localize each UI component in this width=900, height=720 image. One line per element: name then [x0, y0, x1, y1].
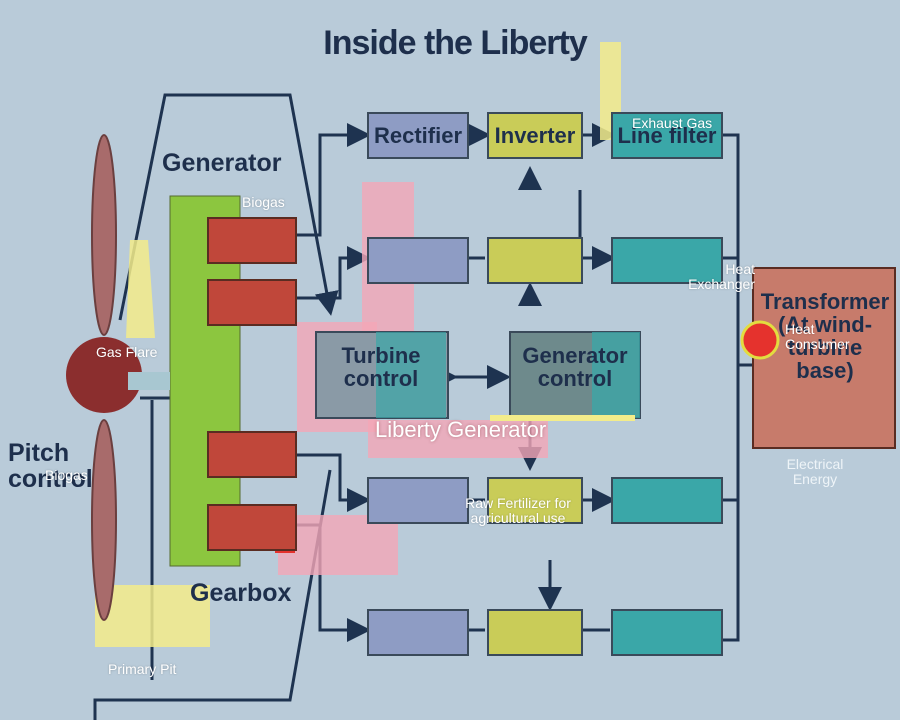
primary-pit-label: Primary Pit [108, 661, 177, 677]
diagram-title: Inside the Liberty [323, 24, 588, 62]
top-feedback-line [118, 93, 339, 321]
inverter-box [487, 112, 583, 159]
exhaust-gas-label: Exhaust Gas [632, 115, 713, 131]
rectifier-label: Rectifier [373, 123, 463, 148]
heat-consumer-marker [740, 320, 780, 360]
generator-coil-1 [207, 217, 297, 264]
generator-coil-4 [207, 504, 297, 551]
inverter-label: Inverter [494, 123, 576, 148]
bottom-feedback-line [93, 469, 332, 720]
turbine-control-label: Turbine control [341, 343, 421, 392]
biogas-left-label: Biogas [45, 467, 88, 483]
transformer-box [752, 267, 896, 449]
generator-label: Generator [162, 149, 282, 177]
transformer-label: Transformer (At wind-turbine base) [760, 289, 890, 384]
heat-exchanger-label: Heat Exchanger [688, 261, 755, 292]
gas-flare-label: Gas Flare [96, 344, 158, 360]
liberty-generator-label: Liberty Generator [375, 417, 547, 442]
generator-control-label: Generator control [522, 343, 628, 392]
generator-coil-2 [207, 279, 297, 326]
raw-fertilizer-label: Raw Fertilizer for agricultural use [465, 495, 571, 526]
rotor [66, 134, 170, 621]
rectifier-box [367, 112, 469, 159]
heat-consumer-label: Heat Consumer [785, 321, 850, 352]
line-filter-label: Line filter [617, 123, 717, 148]
pitch-control-label: Pitch control [8, 439, 93, 494]
gearbox-label: Gearbox [190, 579, 292, 607]
top-row-boxes [367, 112, 723, 159]
second-row-boxes [367, 237, 723, 284]
biogas-top-label: Biogas [242, 194, 285, 210]
overlay-regions [95, 42, 621, 647]
generator-boxes [207, 217, 297, 551]
bottom-row-boxes [367, 609, 723, 656]
electrical-energy-label: Electrical Energy [786, 456, 844, 487]
generator-coil-3 [207, 431, 297, 478]
line-filter-box [611, 112, 723, 159]
third-row-boxes [367, 477, 723, 524]
